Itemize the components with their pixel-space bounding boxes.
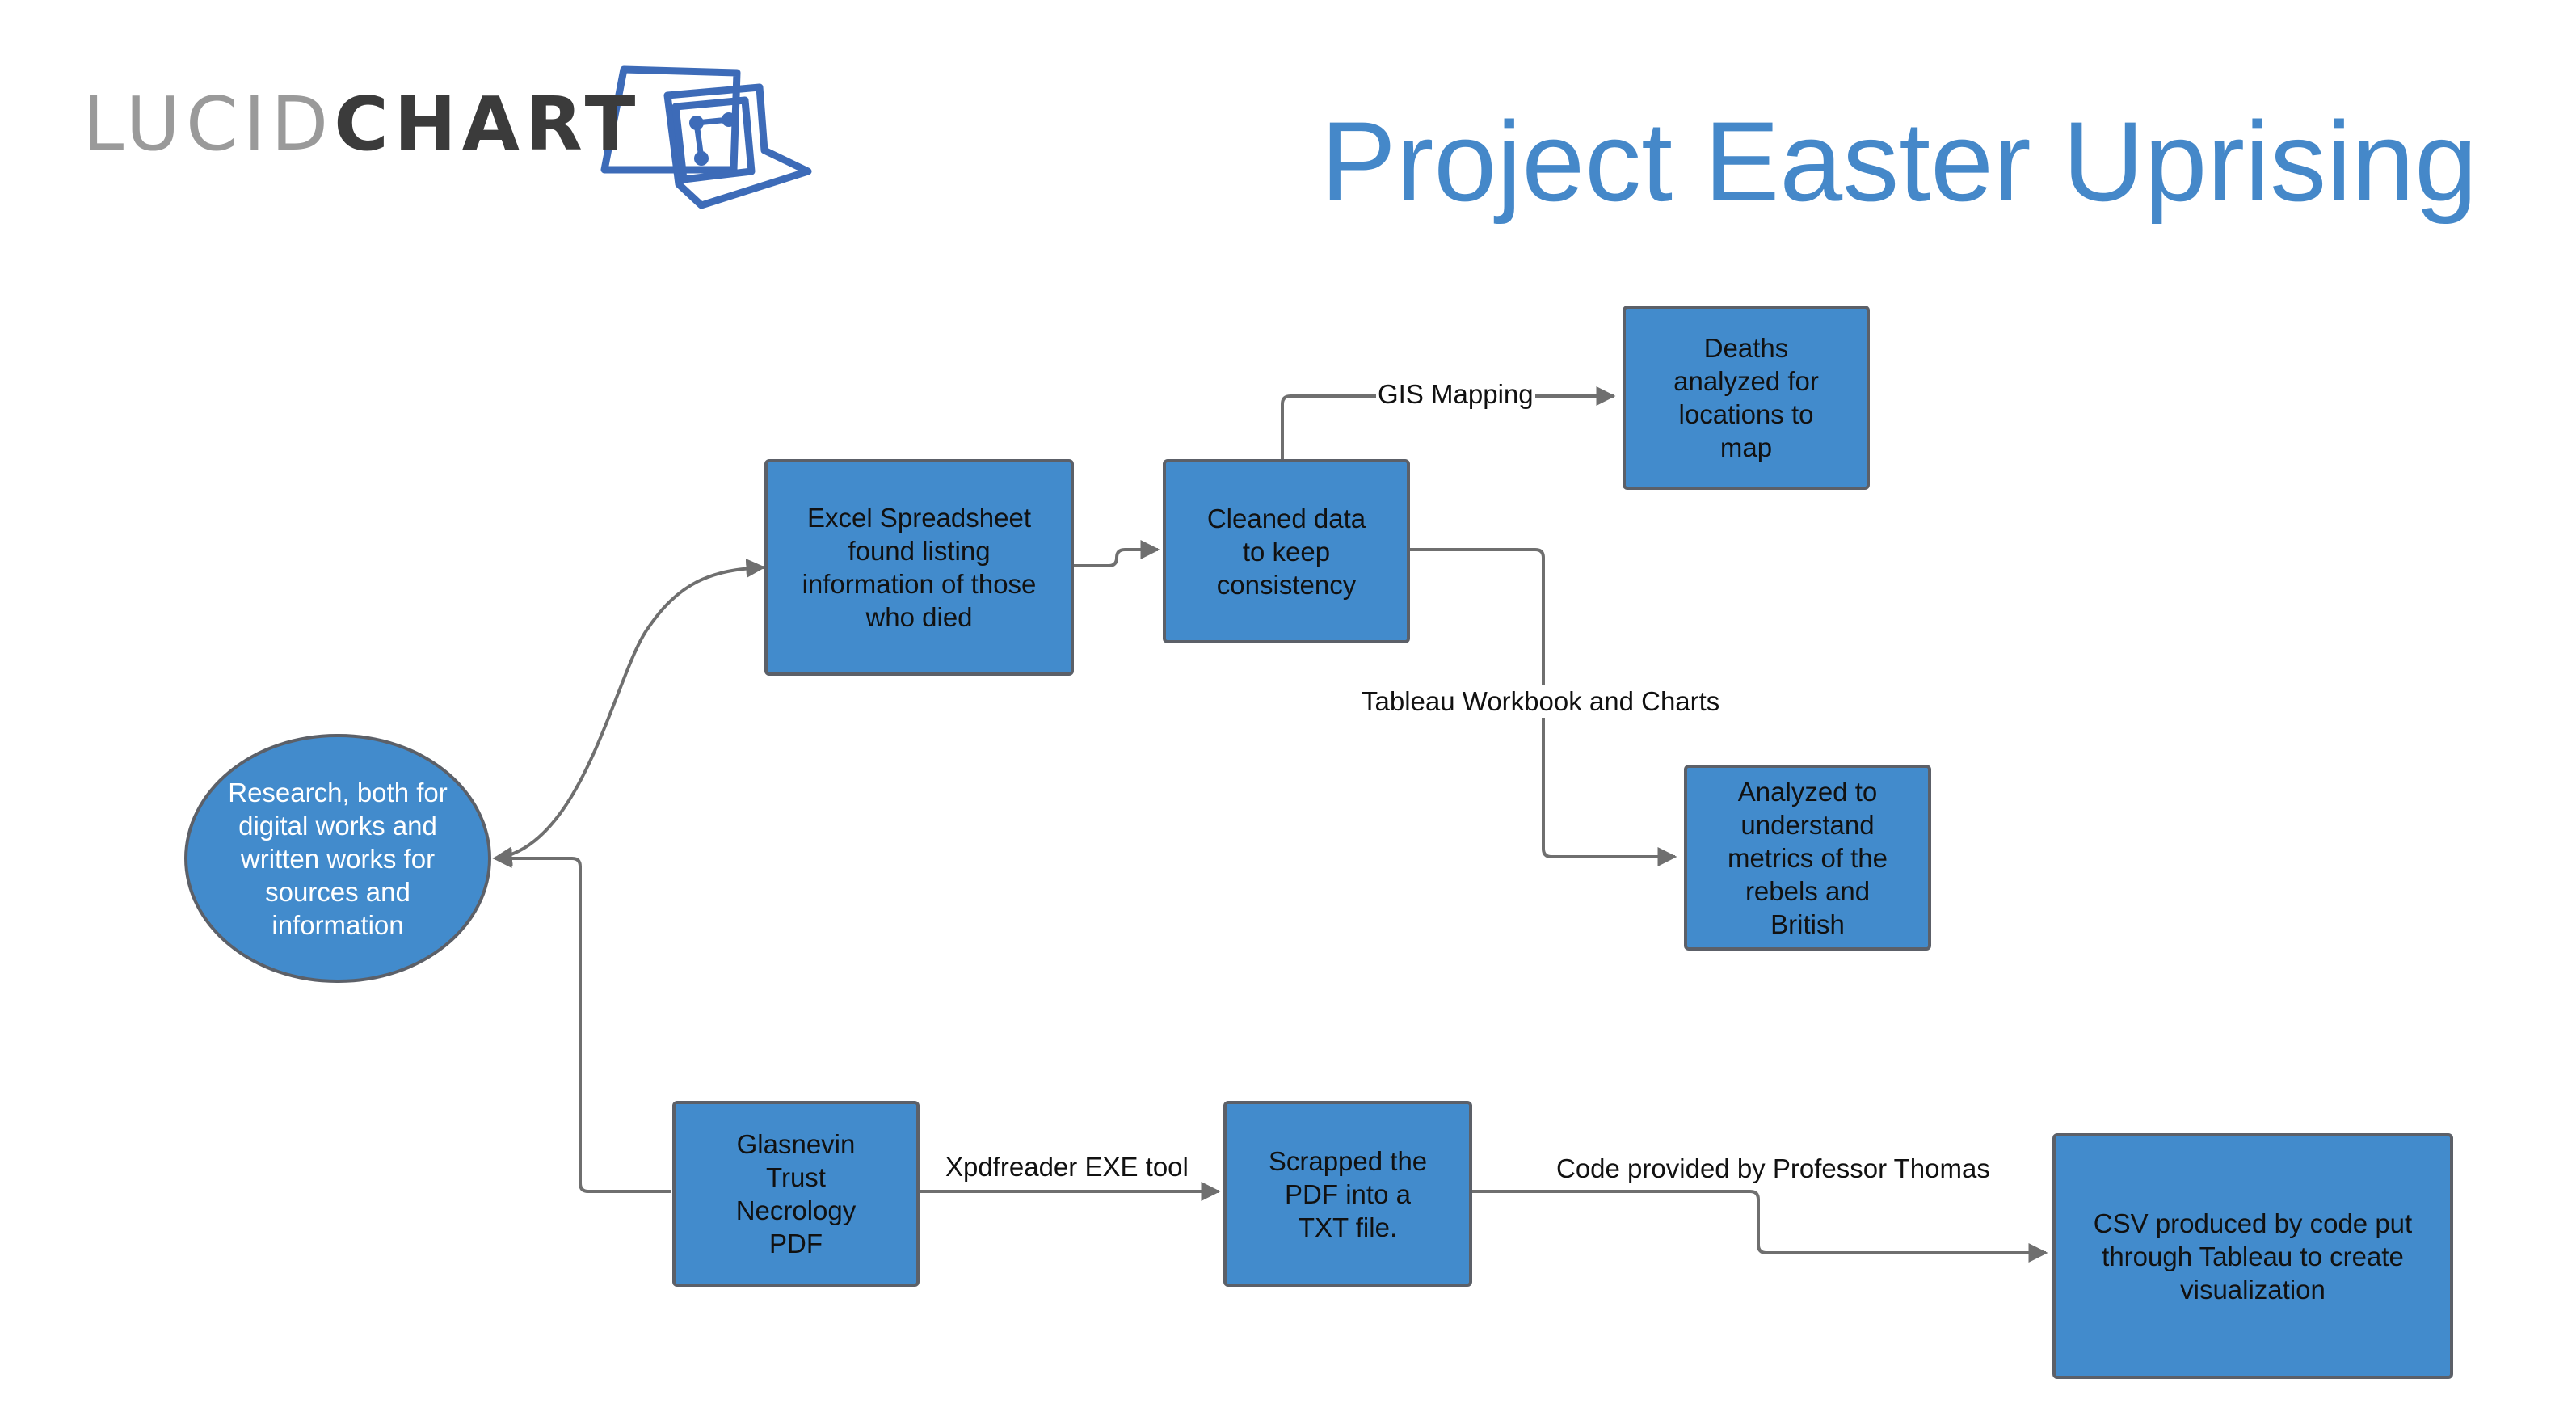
- node-cleaned-line: Cleaned data: [1206, 503, 1366, 533]
- node-scrapped-line: PDF into a: [1285, 1178, 1411, 1209]
- node-glasnevin-line: PDF: [768, 1229, 823, 1258]
- node-scrapped-pdf[interactable]: Scrapped the PDF into a TXT file.: [1223, 1101, 1472, 1287]
- node-metrics-line: rebels and: [1745, 875, 1871, 906]
- node-cleaned-line: to keep: [1242, 536, 1331, 567]
- edge-research-excel: [492, 559, 766, 866]
- node-csv-line: CSV produced by code put: [2093, 1208, 2413, 1238]
- node-glasnevin-line: Necrology: [735, 1195, 857, 1225]
- node-metrics-line: metrics of the: [1727, 842, 1888, 873]
- node-excel-line: who died: [865, 602, 973, 632]
- node-research[interactable]: Research, both for digital works and wri…: [184, 734, 491, 983]
- lucidchart-logo-wordmark: LUCIDCHART: [82, 87, 641, 162]
- node-excel-line: found listing: [848, 536, 991, 566]
- node-metrics-analyzed[interactable]: Analyzed to understand metrics of the re…: [1684, 765, 1931, 951]
- node-deaths-analyzed[interactable]: Deaths analyzed for locations to map: [1623, 306, 1870, 490]
- node-glasnevin-pdf[interactable]: Glasnevin Trust Necrology PDF: [672, 1101, 920, 1287]
- node-glasnevin-line: Glasnevin: [736, 1129, 856, 1159]
- edge-excel-cleaned: [1068, 540, 1160, 567]
- node-csv-line: through Tableau to create: [2102, 1241, 2404, 1271]
- node-metrics-line: Analyzed to: [1737, 776, 1878, 807]
- node-metrics-line: British: [1770, 909, 1845, 939]
- edge-glasnevin-research: [492, 849, 671, 1193]
- node-scrapped-line: Scrapped the: [1268, 1145, 1428, 1176]
- node-excel-line: Excel Spreadsheet: [806, 503, 1031, 533]
- node-research-line: information: [271, 909, 404, 940]
- page-title: Project Easter Uprising: [1320, 98, 2477, 225]
- node-excel-line: information of those: [802, 569, 1037, 599]
- node-glasnevin-line: Trust: [766, 1162, 826, 1192]
- logo-wordmark-bold: CHART: [334, 81, 642, 167]
- node-deaths-line: Deaths: [1703, 333, 1789, 363]
- node-research-line: digital works and: [238, 810, 437, 841]
- edge-scrapped-csv: [1467, 1190, 2048, 1263]
- node-deaths-line: analyzed for: [1673, 366, 1819, 396]
- edge-label-xpdfreader: Xpdfreader EXE tool: [944, 1151, 1190, 1183]
- node-research-line: sources and: [265, 876, 410, 907]
- node-cleaned-line: consistency: [1216, 569, 1357, 600]
- edge-cleaned-deaths: [1281, 386, 1616, 459]
- node-metrics-line: understand: [1740, 809, 1875, 840]
- node-csv-line: visualization: [2180, 1274, 2326, 1305]
- edge-label-gis-mapping: GIS Mapping: [1376, 378, 1535, 411]
- node-deaths-line: locations to: [1678, 399, 1814, 429]
- node-cleaned-data[interactable]: Cleaned data to keep consistency: [1163, 459, 1410, 643]
- logo-wordmark-light: LUCID: [82, 81, 335, 167]
- edge-label-code-provided: Code provided by Professor Thomas: [1555, 1153, 1992, 1185]
- node-research-line: Research, both for: [228, 777, 448, 807]
- node-deaths-line: map: [1719, 432, 1773, 462]
- node-csv-visualization[interactable]: CSV produced by code put through Tableau…: [2052, 1133, 2453, 1379]
- node-scrapped-line: TXT file.: [1298, 1212, 1398, 1242]
- edge-label-tableau: Tableau Workbook and Charts: [1360, 685, 1722, 718]
- node-research-line: written works for: [240, 843, 436, 874]
- lucidchart-logo-icon: [600, 65, 812, 209]
- node-excel-spreadsheet[interactable]: Excel Spreadsheet found listing informat…: [764, 459, 1074, 676]
